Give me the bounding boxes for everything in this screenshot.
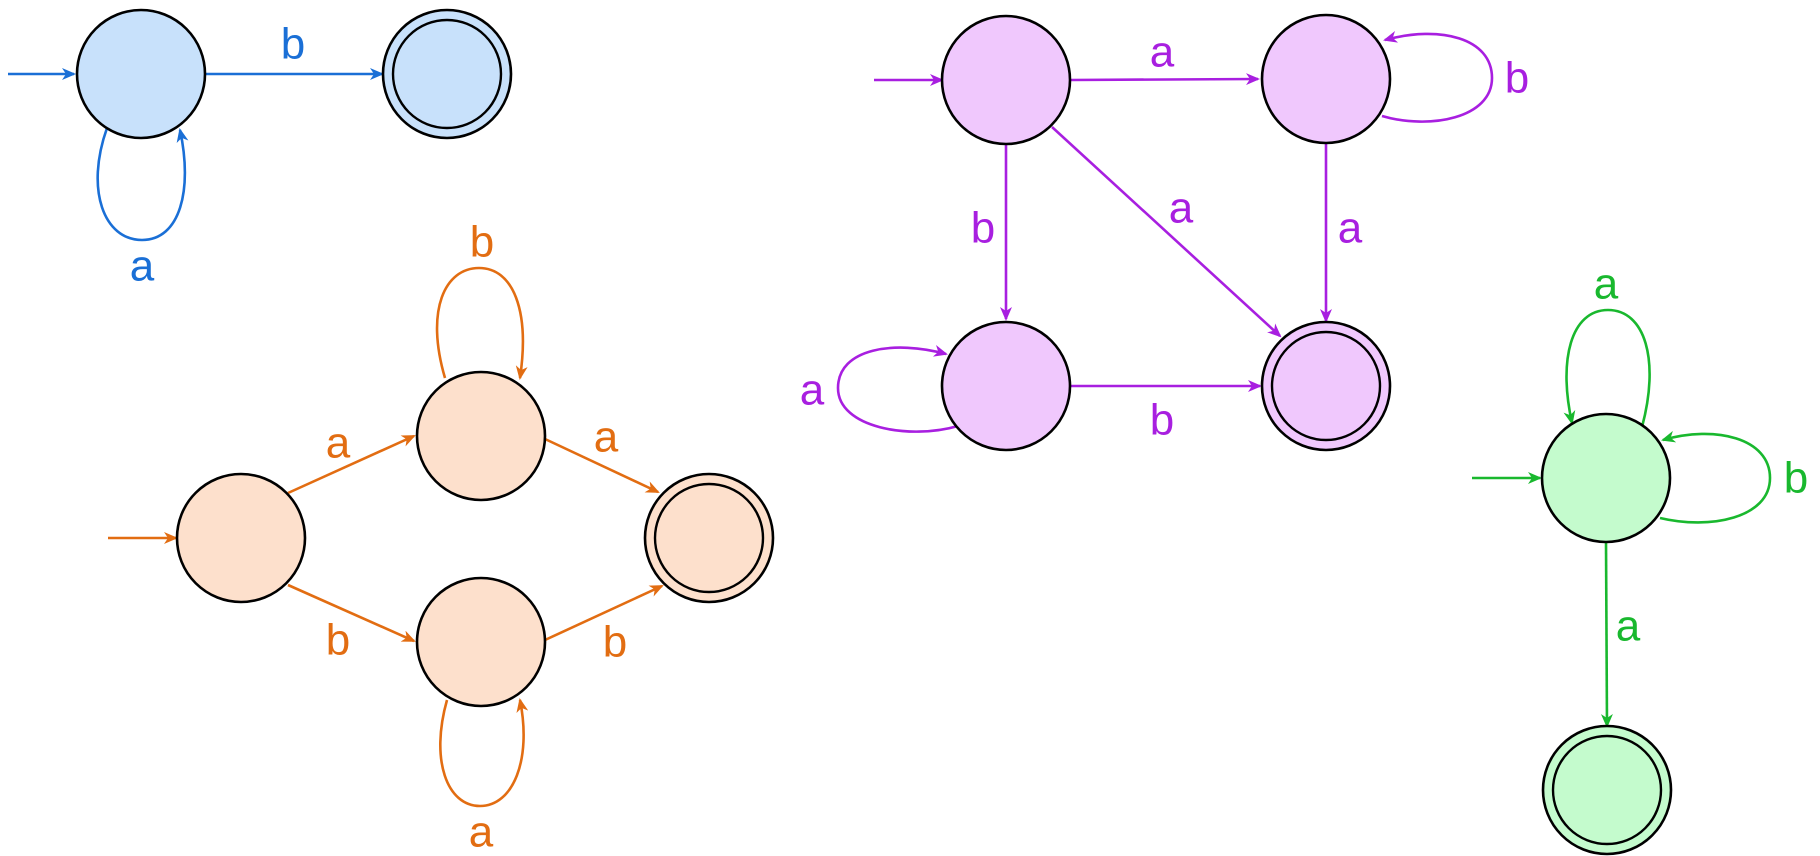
blue-transition-q0-q1-label: b (281, 20, 305, 69)
blue-state-q1-accept-ring (391, 18, 503, 130)
green-transition-q0-q1-label: a (1616, 602, 1641, 651)
orange-state-q3-accept-ring (653, 482, 765, 594)
purple-transition-q0-q3 (1051, 126, 1282, 338)
purple-transition-q1-q3-label: a (1338, 204, 1363, 253)
orange-transition-q2-q3 (544, 584, 664, 642)
purple-transition-q2-q2-label: a (800, 366, 825, 415)
orange-transition-q0-q2 (287, 583, 416, 643)
purple-transition-q0-q2-label: b (971, 204, 995, 253)
blue-transition-q0-q0-loop (96, 127, 189, 242)
diagram-green: a b a (1472, 260, 1808, 856)
green-state-q1-accept-ring (1551, 734, 1663, 846)
orange-transition-q0-q2-label: b (326, 616, 350, 665)
green-transition-q0-q0-loop-b (1659, 430, 1772, 524)
orange-transition-q2-q3-label: b (603, 618, 627, 667)
orange-transition-q2-q2-label: a (469, 808, 494, 856)
purple-state-q2 (940, 320, 1072, 452)
green-state-q1 (1541, 724, 1673, 856)
orange-transition-q1-q1-label: b (470, 218, 494, 267)
diagram-blue: b a (8, 8, 513, 291)
diagram-purple: a b b a a a b (800, 13, 1529, 452)
orange-transition-q1-q3 (544, 437, 660, 494)
purple-transition-q2-q3-label: b (1150, 396, 1174, 445)
blue-state-q0 (75, 8, 207, 140)
purple-transition-q1-q1-label: b (1505, 54, 1529, 103)
purple-state-q3 (1260, 320, 1392, 452)
purple-transition-q0-q3-label: a (1169, 184, 1194, 233)
purple-transition-q0-q1-label: a (1150, 28, 1175, 77)
orange-state-q2 (415, 576, 547, 708)
purple-transition-q1-q1-loop (1381, 31, 1494, 123)
purple-state-q0 (940, 14, 1072, 146)
orange-state-q0 (175, 472, 307, 604)
green-transition-q0-q0-label-b: b (1784, 454, 1808, 503)
green-transition-q0-q0-label-a: a (1594, 260, 1619, 309)
purple-state-q1 (1260, 13, 1392, 145)
diagram-orange: a b a b b a (108, 218, 775, 856)
orange-state-q3 (643, 472, 775, 604)
purple-state-q3-accept-ring (1270, 330, 1382, 442)
orange-transition-q0-q1-label: a (326, 419, 351, 468)
purple-transition-q2-q2-loop (836, 345, 959, 433)
orange-transition-q1-q3-label: a (594, 413, 619, 462)
green-transition-q0-q1 (1600, 541, 1613, 728)
blue-state-q1 (381, 8, 513, 140)
purple-transition-q0-q1 (1070, 73, 1260, 86)
orange-transition-q2-q2-loop (439, 698, 529, 808)
orange-state-q1 (415, 370, 547, 502)
blue-transition-q0-q0-label: a (130, 242, 155, 291)
green-state-q0 (1540, 412, 1672, 544)
green-transition-q0-q0-loop-a (1563, 308, 1651, 428)
orange-transition-q1-q1-loop (435, 266, 528, 380)
orange-transition-q0-q1 (287, 434, 416, 495)
